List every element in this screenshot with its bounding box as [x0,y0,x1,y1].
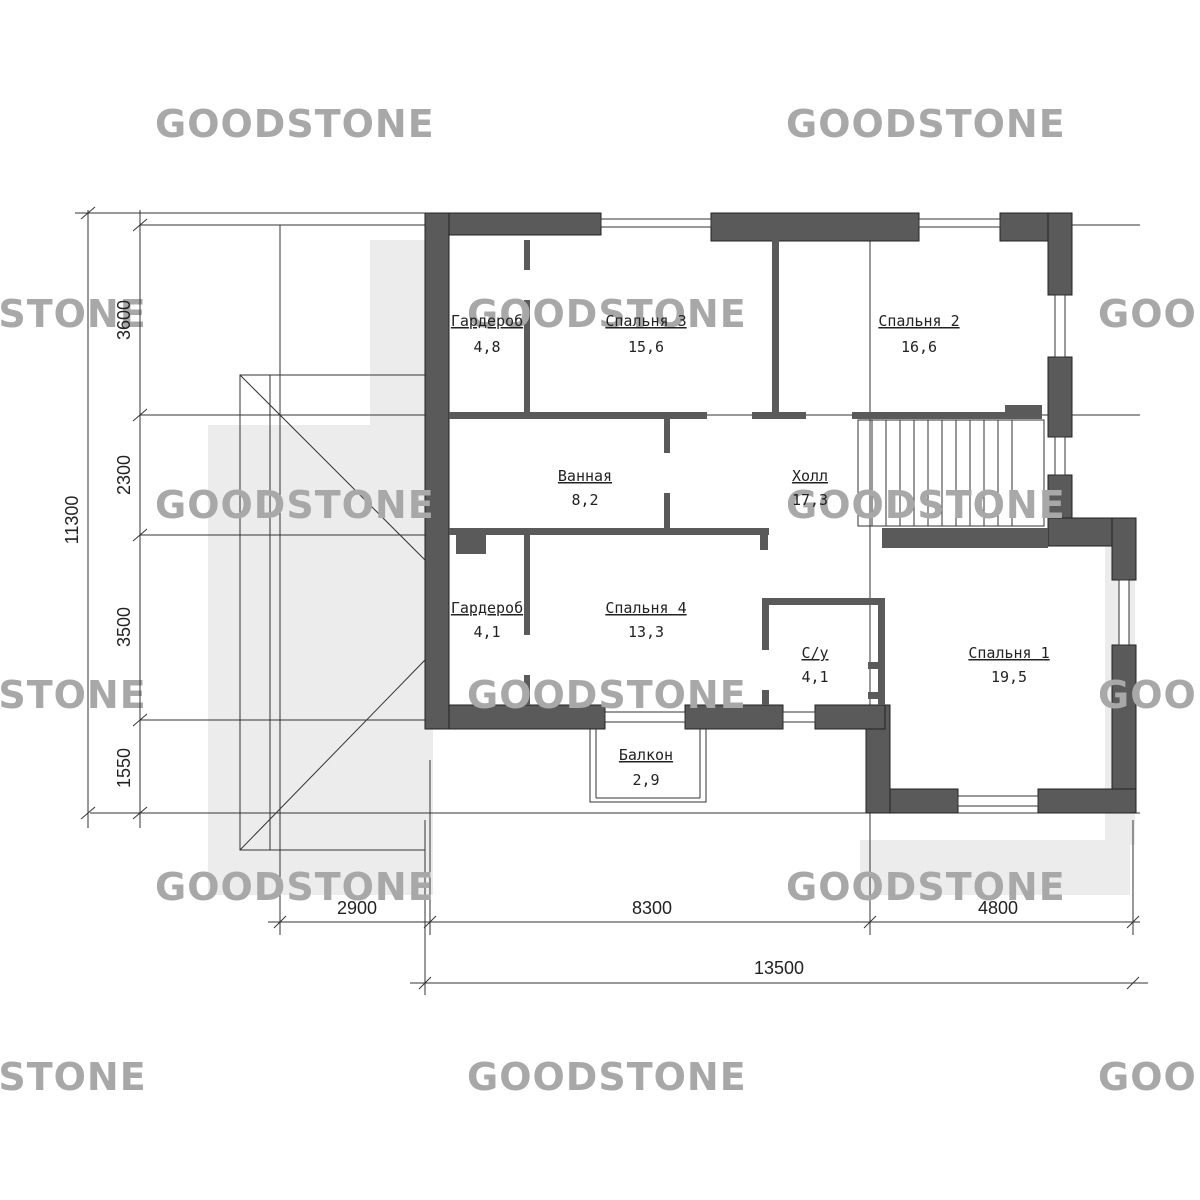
room-name: Спальня 3 [605,312,686,330]
room-area: 17,3 [792,491,828,509]
staircase [857,419,1045,527]
room-area: 4,8 [473,338,500,356]
watermark-text: GOODSTONE [786,865,1066,909]
room-name: Гардероб [451,312,523,330]
dimension-total-height: 11300 [62,496,82,545]
windows [600,218,1130,807]
dimension-height: 2300 [114,455,134,495]
dimension-width: 2900 [337,898,377,918]
exterior-walls [424,212,1137,814]
watermark-text: GOODSTONE [1098,673,1200,717]
balcony-outline [589,729,707,803]
watermark-text: GOODSTONE [1098,1055,1200,1099]
dimension-height: 3500 [114,607,134,647]
watermark-text: GOODSTONE [155,102,435,146]
watermark-text: GOODSTONE [155,865,435,909]
room-name: Спальня 2 [878,312,959,330]
dimension-width: 4800 [978,898,1018,918]
room-name: Гардероб [451,599,523,617]
watermark-text: GOODSTONE [0,1055,147,1099]
room-name: Балкон [619,746,673,764]
room-area: 16,6 [901,338,937,356]
room-name: Холл [792,467,828,485]
watermark-text: GOODSTONE [786,483,1066,527]
dimension-width: 8300 [632,898,672,918]
watermark-text: GOODSTONE [0,292,147,336]
room-labels: Гардероб 4,8 Спальня 3 15,6 Спальня 2 16… [451,312,1050,789]
room-area: 2,9 [632,771,659,789]
watermarks: GOODSTONE GOODSTONE GOODSTONE GOODSTONE … [0,102,1200,1099]
vertical-dimensions: 11300 3600 2300 3500 1550 [62,206,430,828]
room-name: Спальня 1 [968,644,1049,662]
dimension-total-width: 13500 [754,958,804,978]
room-area: 4,1 [473,623,500,641]
room-name: Ванная [558,467,612,485]
roof-outline [239,374,426,851]
room-area: 19,5 [991,668,1027,686]
room-area: 13,3 [628,623,664,641]
watermark-text: GOODSTONE [786,102,1066,146]
watermark-text: GOODSTONE [467,292,747,336]
room-name: С/у [801,644,828,662]
watermark-text: GOODSTONE [467,673,747,717]
watermark-text: GOODSTONE [1098,292,1200,336]
room-area: 15,6 [628,338,664,356]
dimension-height: 3600 [114,300,134,340]
watermark-text: GOODSTONE [467,1055,747,1099]
watermark-text: GOODSTONE [155,483,435,527]
watermark-text: GOODSTONE [0,673,147,717]
room-area: 8,2 [571,491,598,509]
room-name: Спальня 4 [605,599,686,617]
interior-partitions [449,240,1048,705]
room-area: 4,1 [801,668,828,686]
dimension-height: 1550 [114,748,134,788]
horizontal-dimensions: 2900 8300 4800 13500 [268,898,1148,990]
